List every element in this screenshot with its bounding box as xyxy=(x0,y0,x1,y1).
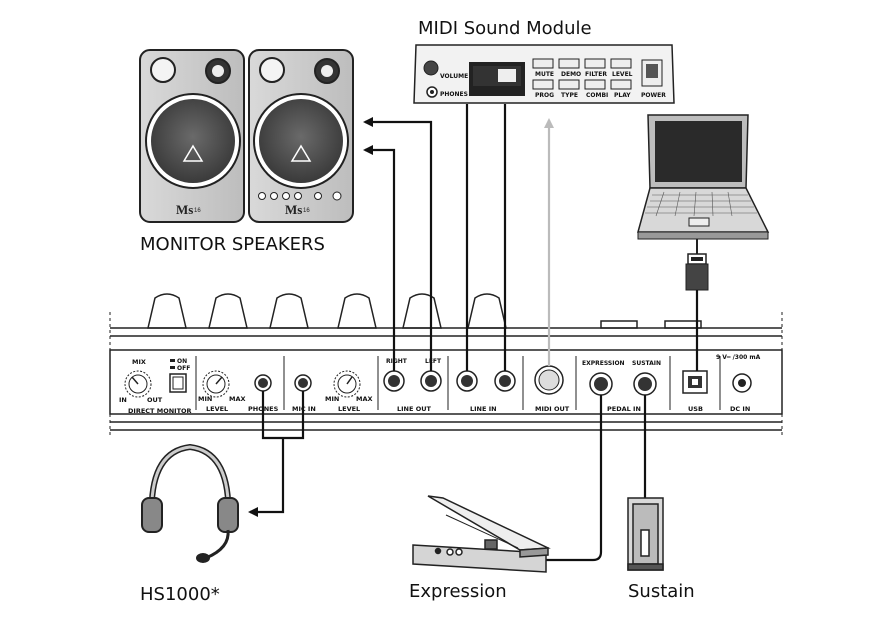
usb-plug-icon xyxy=(685,239,709,291)
cable-line-out-right xyxy=(363,145,396,371)
module-button-grid: MUTE DEMO FILTER LEVEL PROG TYPE COMBI P… xyxy=(532,58,633,99)
mic-min-label: MIN xyxy=(325,395,339,403)
line-in-label: LINE IN xyxy=(470,405,497,413)
caption-expression: Expression xyxy=(409,581,507,602)
pedal-in-label: PEDAL IN xyxy=(607,405,641,413)
right-label: RIGHT xyxy=(386,358,408,365)
volume-label: VOLUME xyxy=(440,73,468,80)
caption-headset: HS1000* xyxy=(140,584,220,605)
caption-sustain: Sustain xyxy=(628,581,695,602)
button-demo: DEMO xyxy=(561,71,581,78)
cables xyxy=(248,104,699,562)
mic-max-label: MAX xyxy=(356,395,373,403)
mic-level-label: LEVEL xyxy=(338,405,360,413)
button-filter: FILTER xyxy=(585,71,607,78)
keyboard-top xyxy=(147,293,702,329)
cable-line-out-left xyxy=(363,117,433,371)
mix-label: MIX xyxy=(132,358,146,366)
off-label: OFF xyxy=(177,365,190,372)
button-prog: PROG xyxy=(535,92,554,99)
monitor-speaker-right: Ms 16 xyxy=(248,49,354,223)
behringer-logo-icon xyxy=(290,144,312,162)
usb-label: USB xyxy=(688,405,703,413)
laptop-icon xyxy=(637,114,770,240)
level-max-label: MAX xyxy=(229,395,246,403)
volume-knob xyxy=(423,60,439,76)
speaker-model-right: Ms xyxy=(285,202,302,217)
power-spec-label: 9 V═ /300 mA xyxy=(716,354,761,361)
phones-label: PHONES xyxy=(440,91,468,98)
monitor-speaker-left: Ms 16 xyxy=(139,49,245,223)
direct-monitor-label: DIRECT MONITOR xyxy=(128,407,192,415)
midi-sound-module: VOLUME PHONES MUTE DEMO FILTER LEVEL PRO… xyxy=(413,44,675,104)
cable-headset xyxy=(248,438,285,517)
line-out-label: LINE OUT xyxy=(397,405,432,413)
speaker-model-suffix-right: 16 xyxy=(303,208,310,214)
expression-pedal-icon xyxy=(412,495,551,573)
speaker-model-suffix-left: 16 xyxy=(194,208,201,214)
sustain-pedal-icon xyxy=(627,497,664,571)
caption-midi-sound-module: MIDI Sound Module xyxy=(418,18,592,39)
power-label: POWER xyxy=(641,92,666,99)
level-min-label: MIN xyxy=(198,395,212,403)
button-mute: MUTE xyxy=(535,71,554,78)
caption-monitor-speakers: MONITOR SPEAKERS xyxy=(140,234,325,255)
headset-icon xyxy=(141,443,239,563)
left-label: LEFT xyxy=(425,358,442,365)
mix-in-label: IN xyxy=(119,396,127,404)
on-label: ON xyxy=(177,358,187,365)
mix-out-label: OUT xyxy=(147,396,163,404)
sustain-jack-label: SUSTAIN xyxy=(632,360,661,367)
midi-out-label: MIDI OUT xyxy=(535,405,570,413)
level-label: LEVEL xyxy=(206,405,228,413)
expression-jack-label: EXPRESSION xyxy=(582,360,625,367)
button-type: TYPE xyxy=(561,92,578,99)
behringer-logo-icon xyxy=(182,144,204,162)
button-combi: COMBI xyxy=(586,92,608,99)
rear-panel: MIX IN OUT ON OFF DIRECT MONITOR MIN MAX… xyxy=(109,349,783,431)
cable-expression xyxy=(546,395,603,562)
button-play: PLAY xyxy=(614,92,631,99)
dc-in-label: DC IN xyxy=(730,405,750,413)
button-level: LEVEL xyxy=(612,71,633,78)
speaker-model-left: Ms xyxy=(176,202,193,217)
